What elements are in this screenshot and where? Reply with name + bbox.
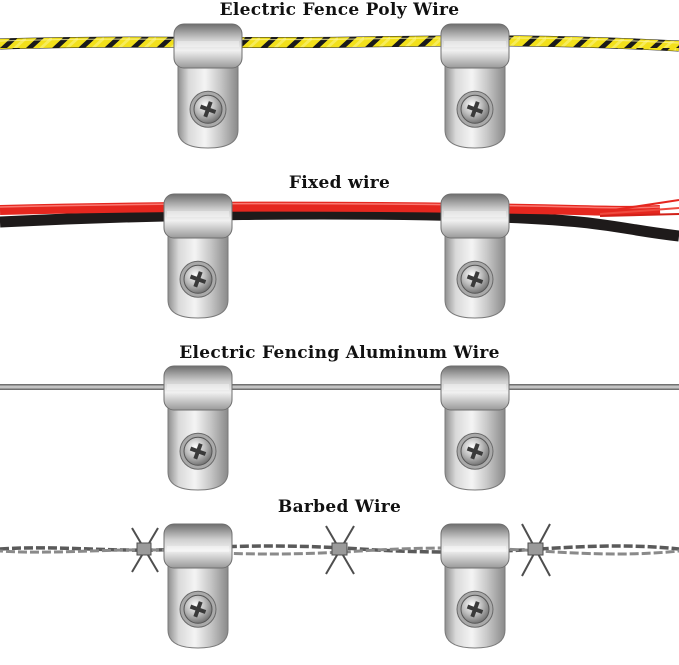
barb-1 — [131, 527, 159, 573]
caption-poly-wire: Electric Fence Poly Wire — [219, 0, 460, 20]
p-clip-barbed-2 — [440, 523, 510, 649]
p-clip-barbed-1 — [163, 523, 233, 649]
wire-strands — [599, 199, 679, 217]
aluminum-wire — [0, 384, 679, 390]
caption-aluminum-wire: Electric Fencing Aluminum Wire — [179, 343, 500, 363]
p-clip-fixed-1 — [163, 193, 233, 319]
phillips-screw-icon — [189, 90, 227, 128]
poly-wire — [0, 35, 679, 52]
phillips-screw-icon — [456, 90, 494, 128]
p-clip-aluminum-2 — [440, 365, 510, 491]
phillips-screw-icon — [456, 260, 494, 298]
phillips-screw-icon — [179, 260, 217, 298]
phillips-screw-icon — [179, 432, 217, 470]
phillips-screw-icon — [456, 590, 494, 628]
fixed-wire — [0, 199, 679, 242]
p-clip-poly-2 — [440, 23, 510, 149]
phillips-screw-icon — [179, 590, 217, 628]
p-clip-fixed-2 — [440, 193, 510, 319]
barb-2 — [325, 525, 355, 575]
barbed-wire — [0, 523, 679, 577]
caption-barbed-wire: Barbed Wire — [277, 497, 402, 517]
barb-3 — [521, 523, 551, 577]
p-clip-aluminum-1 — [163, 365, 233, 491]
p-clip-poly-1 — [173, 23, 243, 149]
caption-fixed-wire: Fixed wire — [288, 173, 391, 193]
phillips-screw-icon — [456, 432, 494, 470]
